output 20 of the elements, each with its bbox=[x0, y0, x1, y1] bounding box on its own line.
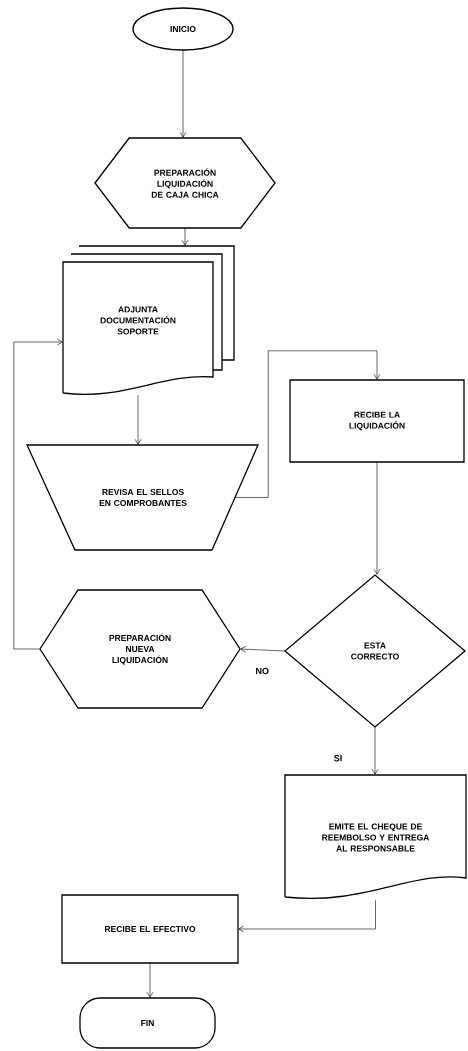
arrow bbox=[234, 350, 381, 498]
process-box: RECIBE EL EFECTIVO bbox=[61, 894, 239, 964]
arrow bbox=[13, 338, 63, 650]
document-shape: EMITE EL CHEQUE DE REEMBOLSO Y ENTREGA AL RESPONSABLE bbox=[284, 774, 467, 899]
preparation-hexagon: PREPARACIÓN LIQUIDACIÓN DE CAJA CHICA bbox=[94, 137, 276, 229]
arrow bbox=[371, 726, 379, 775]
edge-label: SI bbox=[332, 754, 344, 763]
edge-label: NO bbox=[254, 666, 270, 676]
preparation-hexagon: PREPARACIÓN NUEVA LIQUIDACIÓN bbox=[39, 589, 241, 709]
arrow bbox=[181, 227, 189, 246]
arrow bbox=[240, 645, 286, 653]
process-box: RECIBE LA LIQUIDACIÓN bbox=[289, 379, 465, 463]
start-terminal: INICIO bbox=[132, 7, 234, 51]
arrow bbox=[179, 49, 187, 138]
arrow bbox=[373, 461, 381, 575]
manual-operation-trapezoid: REVISA EL SELLOS EN COMPROBANTES bbox=[26, 444, 259, 551]
arrow bbox=[146, 962, 154, 998]
arrow bbox=[238, 899, 376, 933]
end-terminal: FIN bbox=[79, 997, 216, 1049]
arrow bbox=[134, 394, 142, 445]
